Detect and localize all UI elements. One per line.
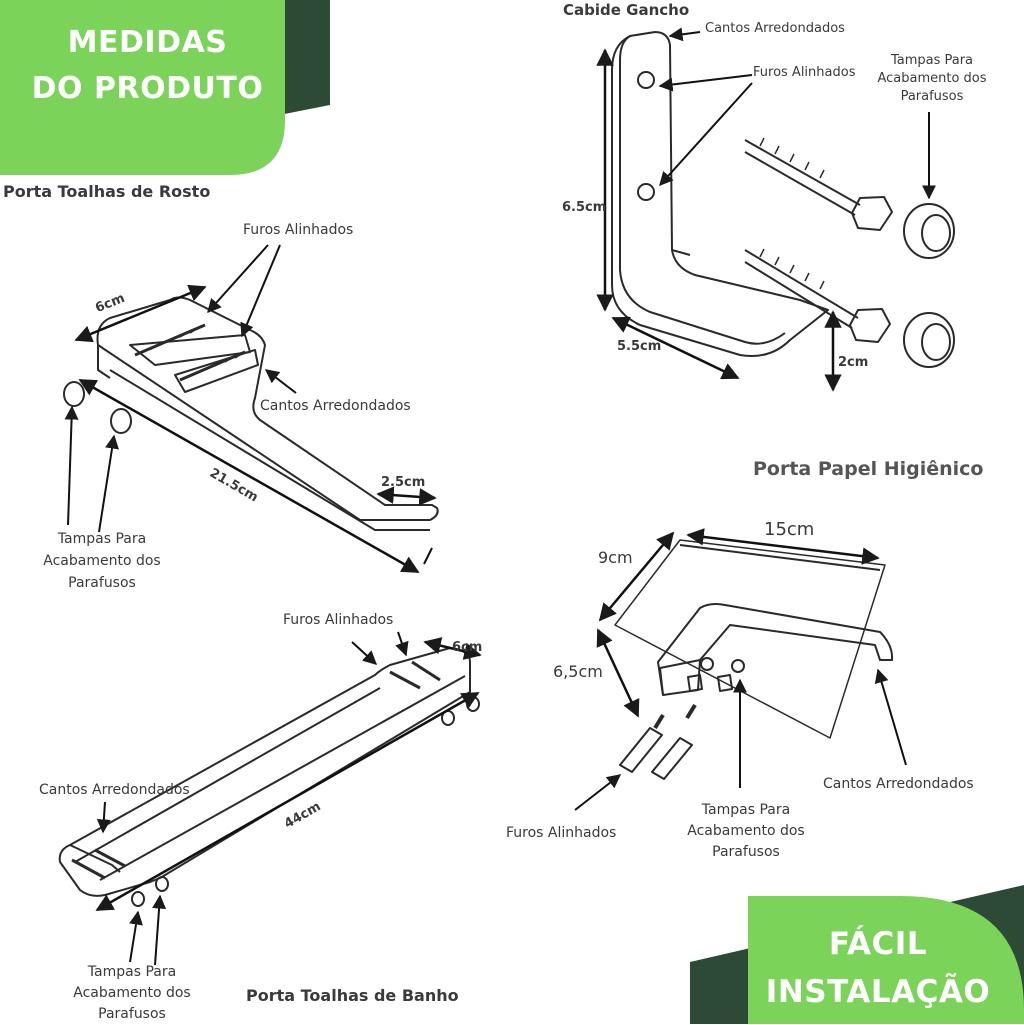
bottom-badge-line1: FÁCIL [828,926,928,962]
hook-depth-dim: 5.5cm [617,339,662,354]
toilet-paper-depth-dim: 9cm [598,548,633,567]
bath-towel-width-dim: 6cm [452,640,483,655]
bath-towel-tampas-label: Tampas Para Acabamento dos Parafusos [62,962,202,1025]
bath-towel-holder-drawing [58,631,482,966]
toilet-paper-width-dim: 15cm [764,519,815,540]
bath-towel-tampas-line3: Parafusos [98,1006,166,1022]
face-towel-cantos-label: Cantos Arredondados [260,398,411,414]
bottom-right-badge [690,885,1024,1024]
bath-towel-title: Porta Toalhas de Banho [246,986,459,1005]
hook-tampas-label: Tampas Para Acabamento dos Parafusos [872,52,992,106]
face-towel-end-dim: 2.5cm [381,475,426,490]
toilet-paper-tampas-line2: Acabamento dos [687,823,805,839]
toilet-paper-holder-drawing [574,528,907,811]
toilet-paper-title: Porta Papel Higiênico [753,458,984,480]
top-badge-line1: MEDIDAS [67,25,228,60]
top-left-badge [0,0,330,175]
hook-tampas-line1: Tampas Para [890,53,974,68]
bath-towel-tampas-line2: Acabamento dos [73,985,191,1001]
toilet-paper-tampas-line1: Tampas Para [701,802,791,818]
face-towel-tampas-label: Tampas Para Acabamento dos Parafusos [32,528,172,594]
hook-drawing [596,27,955,392]
toilet-paper-tampas-label: Tampas Para Acabamento dos Parafusos [676,800,816,863]
toilet-paper-height-dim: 6,5cm [553,662,603,681]
hook-height-dim: 6.5cm [562,200,607,215]
face-towel-tampas-line3: Parafusos [68,575,136,591]
face-towel-title: Porta Toalhas de Rosto [3,182,211,201]
hook-tampas-line3: Parafusos [900,89,964,104]
toilet-paper-cantos-label: Cantos Arredondados [823,776,974,792]
hook-tampas-line2: Acabamento dos [877,71,987,86]
face-towel-tampas-line1: Tampas Para [57,531,147,547]
face-towel-tampas-line2: Acabamento dos [43,553,161,569]
toilet-paper-tampas-line3: Parafusos [712,844,780,860]
hook-width-dim: 2cm [838,355,869,370]
toilet-paper-furos-label: Furos Alinhados [506,825,617,841]
bath-towel-cantos-label: Cantos Arredondados [39,782,190,798]
bottom-badge-line2: INSTALAÇÃO [765,974,991,1010]
face-towel-holder-drawing [63,244,439,574]
face-towel-furos-label: Furos Alinhados [243,222,354,238]
hook-cantos-label: Cantos Arredondados [705,21,845,36]
top-badge-line2: DO PRODUTO [31,71,264,106]
bath-towel-furos-label: Furos Alinhados [283,612,394,628]
bottom-badge-text: FÁCIL INSTALAÇÃO [758,920,998,1016]
hook-title: Cabide Gancho [563,1,690,19]
bath-towel-tampas-line1: Tampas Para [87,964,177,980]
top-badge-text: MEDIDAS DO PRODUTO [20,20,275,112]
hook-furos-label: Furos Alinhados [753,65,856,80]
